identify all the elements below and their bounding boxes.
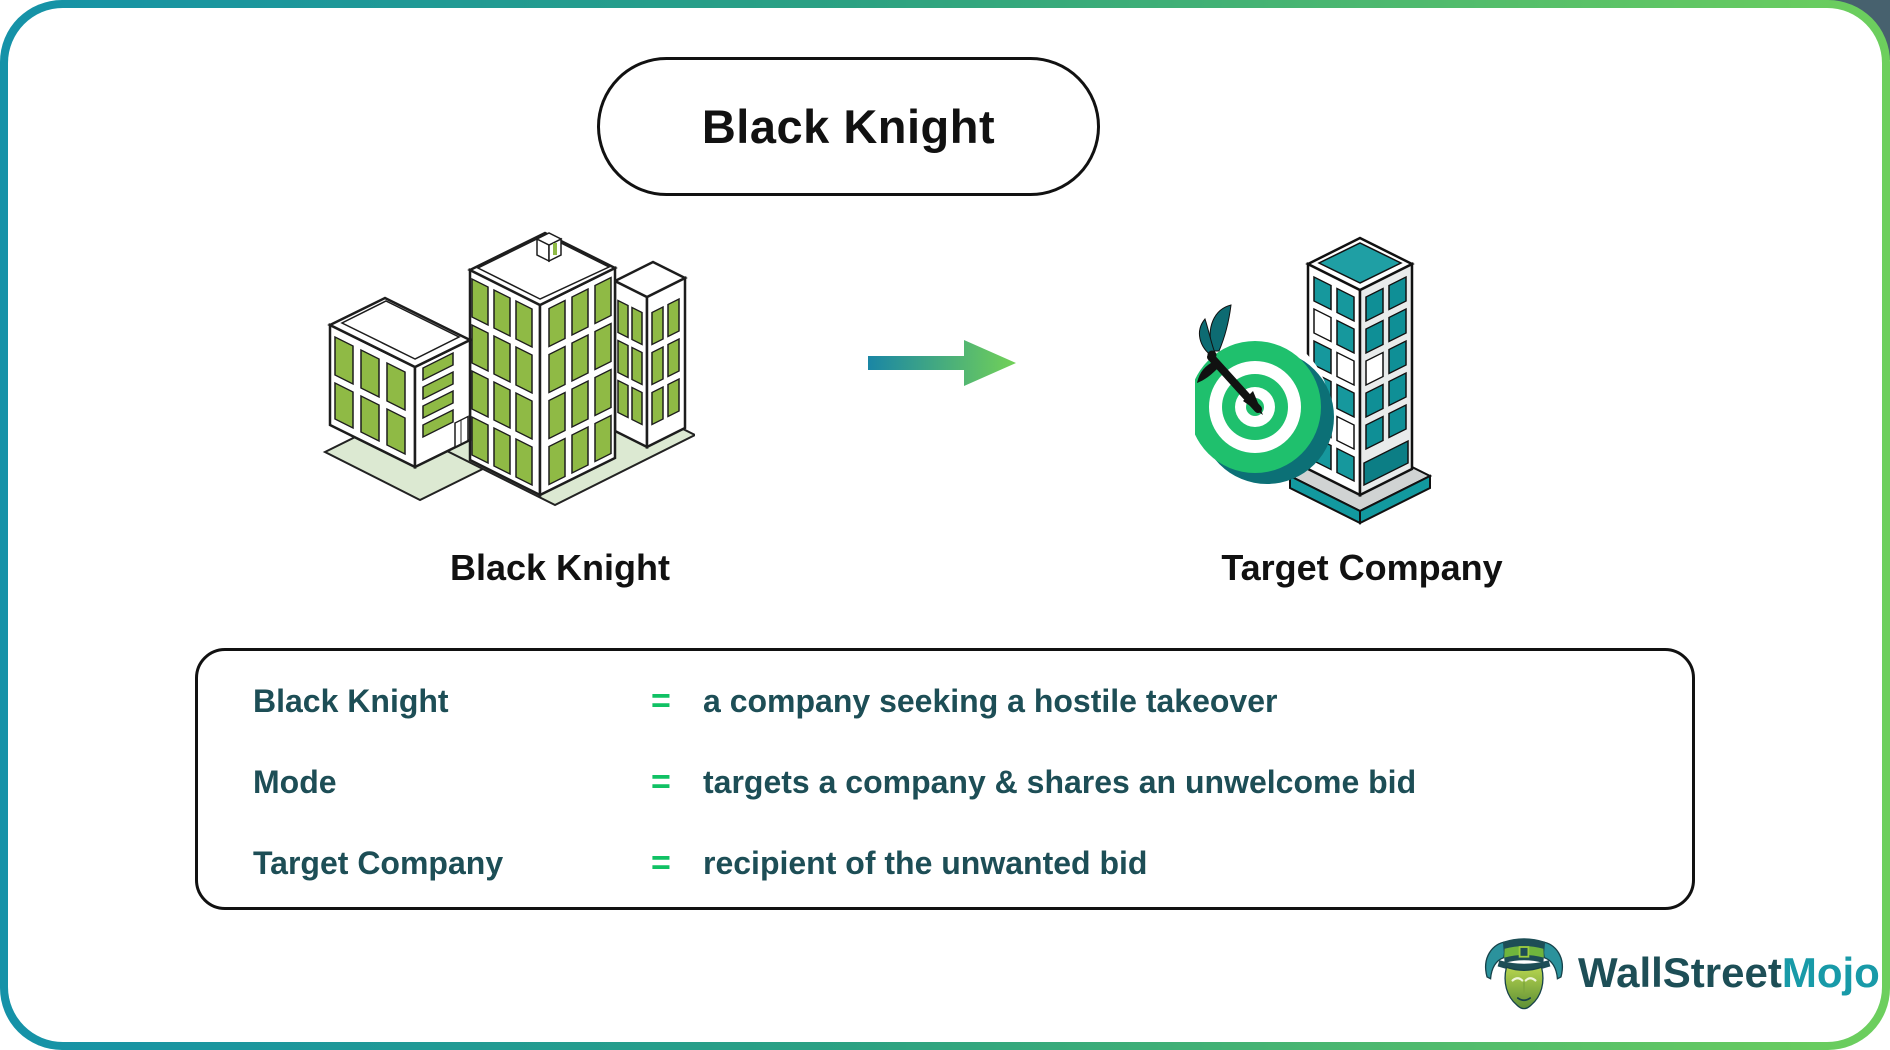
equals-sign: =: [651, 763, 671, 801]
equals-sign: =: [651, 682, 671, 720]
card-surface: Black Knight: [8, 8, 1882, 1042]
definition-text: a company seeking a hostile takeover: [703, 683, 1278, 719]
arrow-right-icon: [868, 332, 1018, 394]
definition-row: Target Company = recipient of the unwant…: [253, 823, 1692, 904]
definition-text: recipient of the unwanted bid: [703, 845, 1148, 881]
definition-term: Black Knight: [253, 683, 449, 719]
bull-mascot-icon: [1485, 937, 1563, 1009]
brand-logo: WallStreetMojo: [1480, 925, 1880, 1020]
title-badge: Black Knight: [597, 57, 1100, 196]
brand-name: WallStreetMojo: [1578, 949, 1880, 997]
definition-text: targets a company & shares an unwelcome …: [703, 764, 1417, 800]
office-building-icon: [295, 205, 698, 515]
acquirer-label: Black Knight: [449, 547, 671, 588]
equals-sign: =: [651, 844, 671, 882]
definition-term: Mode: [253, 764, 337, 800]
definition-row: Black Knight = a company seeking a hosti…: [253, 661, 1692, 742]
definition-term: Target Company: [253, 845, 504, 881]
page-title: Black Knight: [701, 100, 996, 153]
brand-name-left: WallStreet: [1578, 948, 1782, 996]
brand-name-right: Mojo: [1781, 948, 1880, 996]
target-label: Target Company: [1221, 547, 1503, 588]
definition-box: Black Knight = a company seeking a hosti…: [195, 648, 1695, 910]
target-building-icon: [1181, 195, 1505, 525]
definition-row: Mode = targets a company & shares an unw…: [253, 742, 1692, 823]
